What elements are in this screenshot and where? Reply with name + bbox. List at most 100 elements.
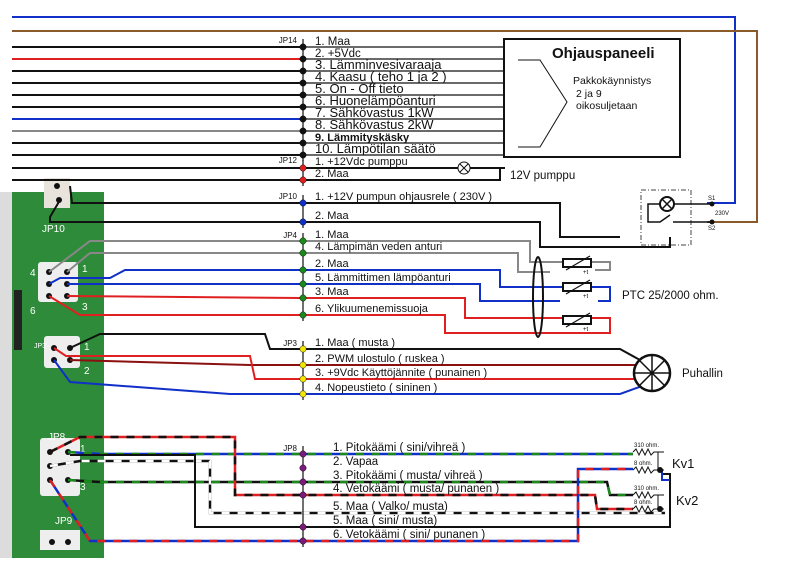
pin-dot (299, 139, 307, 147)
jp14-pin-label: 1. Maa (315, 36, 351, 48)
jp8-pin-label: 2. Vapaa (333, 456, 379, 468)
jp14-pin-label: 8. Sähkövastus 2kW (315, 117, 434, 132)
pin-label: 3 (82, 302, 88, 313)
resistor-value: 8 ohm. (634, 461, 653, 467)
jp3-pin-label: 2. PWM ulostulo ( ruskea ) (315, 353, 445, 365)
jp14-pin-label: 5. On - Off tieto (315, 81, 404, 96)
jp4-pin-label: 3. Maa (315, 286, 350, 298)
ptc-sensors: +t +t +t (562, 255, 592, 333)
resistor-value: 310 ohm. (634, 486, 659, 492)
jp8-label: JP8 (283, 444, 297, 453)
pcb-label-jp9: JP9 (55, 516, 73, 527)
jp4-pin-label: 5. Lämmittimen lämpöanturi (315, 272, 451, 284)
pin-dot (299, 55, 307, 63)
panel-note: oikosuljetaan (576, 100, 637, 112)
pin-dot (299, 127, 307, 135)
jp12-label: JP12 (279, 156, 298, 165)
wire-230v-brown (12, 30, 758, 223)
pin-dot (299, 311, 307, 319)
relay-voltage-label: 230V (715, 211, 729, 217)
circuit-board: JP10 4 1 6 3 JP3 1 2 JP8 1 3 JP9 (0, 178, 104, 558)
pin-dot (299, 176, 307, 184)
jp14-wires (12, 46, 505, 156)
pin-dot (299, 249, 307, 257)
jp8-pin-label: 5. Maa ( Valko/ musta) (333, 501, 448, 513)
pin-dot (299, 79, 307, 87)
jp4-pin-label: 2. Maa (315, 258, 350, 270)
pcb-label-jp8: JP8 (48, 432, 66, 443)
pin-dot (299, 91, 307, 99)
pin-dot (299, 218, 307, 226)
jp3-pin-label: 3. +9Vdc Käyttöjännite ( punainen ) (315, 367, 487, 379)
jp14-pin-label: 9. Lämmityskäsky (315, 132, 410, 144)
jp10-label: JP10 (279, 192, 298, 201)
jp12-pin-label: 1. +12Vdc pumppu (315, 156, 408, 168)
pin-dot (299, 199, 307, 207)
jp14-pin-label: 7. Sähkövastus 1kW (315, 105, 434, 120)
pin-dot (299, 450, 307, 458)
jp14-pin-label: 3. Lämminvesivaraaja (315, 57, 442, 72)
ptc-mark: +t (583, 294, 589, 300)
jp4-pin-label: 6. Ylikuumenemissuoja (315, 303, 429, 315)
pin-dot (299, 43, 307, 51)
solenoids: 310 ohm.8 ohm.310 ohm.8 ohm. (632, 443, 664, 514)
pin-dot (299, 103, 307, 111)
jp14-pin-label: 6. Huonelämpöanturi (315, 93, 436, 108)
jp12-pin-label: 2. Maa (315, 168, 350, 180)
cable-bundle (532, 256, 544, 338)
jp4-pin-label: 1. Maa (315, 229, 350, 241)
pin-label: 6 (30, 306, 36, 317)
wire-230v-blue (12, 16, 736, 204)
pin-label: 2 (84, 366, 90, 377)
pin-dot (299, 537, 307, 545)
jp14-pin-label: 4. Kaasu ( teho 1 ja 2 ) (315, 69, 447, 84)
jp8-pin-label: 5. Maa ( sini/ musta) (333, 515, 437, 527)
resistor-icon (632, 447, 664, 457)
pin-dot (299, 491, 307, 499)
relay-s2-label: S2 (708, 226, 716, 232)
jp8-pin-label: 4. Vetokäämi ( musta/ punanen ) (333, 483, 499, 495)
resistor-icon (632, 504, 664, 514)
pin-label: 4 (30, 268, 36, 279)
control-panel: Ohjauspaneeli Pakkokäynnistys 2 ja 9 oik… (503, 38, 681, 158)
pin-dot (299, 151, 307, 159)
jp4-pin-label: 4. Lämpimän veden anturi (315, 241, 442, 253)
pump-relay: S1 S2 230V (640, 189, 729, 246)
jp10-pin-label: 1. +12V pumpun ohjausrele ( 230V ) (315, 191, 492, 203)
kv1-label: Kv1 (672, 456, 694, 471)
jp14-pin-label: 10. Lämpötilan säätö (315, 141, 436, 156)
pcb-label-jp3: JP3 (34, 343, 46, 350)
pin-dot (299, 280, 307, 288)
pin-dot (299, 523, 307, 531)
ptc-spec-label: PTC 25/2000 ohm. (622, 290, 719, 302)
jp8-pin-label: 1. Pitokäämi ( sini/vihreä ) (333, 442, 465, 454)
pin-label: 1 (80, 444, 86, 455)
resistor-icon (632, 490, 664, 500)
jp10-pin-label: 2. Maa (315, 210, 350, 222)
ptc-mark: +t (583, 327, 589, 333)
connector-buses (299, 39, 307, 547)
ptc-mark: +t (583, 270, 589, 276)
kv2-label: Kv2 (676, 493, 698, 508)
pin-dot (299, 67, 307, 75)
pin-dot (299, 375, 307, 383)
pin-label: 1 (82, 264, 88, 275)
panel-note: 2 ja 9 (576, 88, 602, 100)
pcb-label-jp10: JP10 (42, 224, 65, 235)
pump-label: 12V pumppu (510, 170, 575, 182)
relay-s1-label: S1 (708, 196, 716, 202)
jp14-pin-label: 2. +5Vdc (315, 48, 361, 60)
jp14-label: JP14 (279, 36, 298, 45)
pin-dot (299, 266, 307, 274)
pin-label: 3 (80, 482, 86, 493)
resistor-icon (632, 465, 664, 475)
pin-dot (299, 361, 307, 369)
jp8-wires (48, 435, 671, 543)
wires (12, 167, 671, 395)
resistor-value: 8 ohm. (634, 500, 653, 506)
pin-dot (299, 115, 307, 123)
fan-icon (632, 353, 672, 393)
control-panel-title: Ohjauspaneeli (552, 45, 655, 62)
jp4-label: JP4 (283, 231, 297, 240)
